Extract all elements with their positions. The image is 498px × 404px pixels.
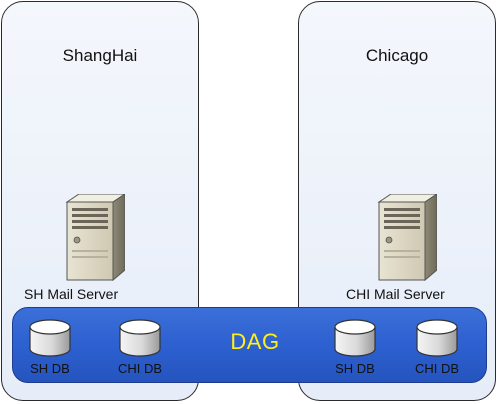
database-label: SH DB [30,361,70,376]
server-label-shanghai: SH Mail Server [24,286,119,302]
database-icon [416,319,458,357]
database-icon [29,319,71,357]
database-label: CHI DB [414,361,460,376]
server-tower-icon [377,194,437,282]
site-name-chicago: Chicago [365,46,429,65]
database-label: CHI DB [117,361,163,376]
site-name-shanghai: ShangHai [62,46,138,65]
server-label-chicago: CHI Mail Server [346,286,445,302]
database-label: SH DB [335,361,375,376]
database-icon [334,319,376,357]
server-tower-icon [65,194,125,282]
database-icon [119,319,161,357]
dag-band: DAG SH DB CHI DB SH DB CHI DB [12,307,487,383]
dag-label: DAG [230,329,280,354]
